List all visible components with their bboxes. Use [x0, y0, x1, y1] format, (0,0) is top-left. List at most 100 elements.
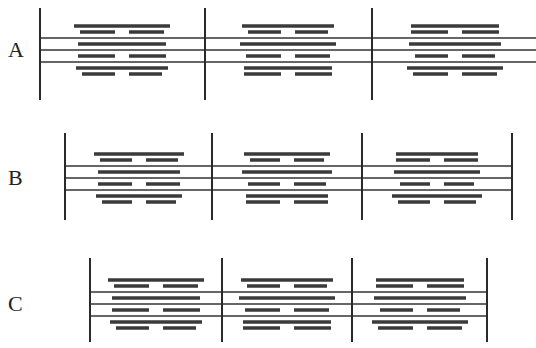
thick-filament — [294, 158, 324, 162]
thick-filament — [146, 158, 178, 162]
thin-filament — [90, 303, 487, 304]
z-line — [371, 8, 373, 100]
thick-filament — [244, 72, 281, 76]
thin-filament — [40, 49, 536, 50]
thin-filament — [65, 177, 512, 178]
z-line — [89, 258, 91, 342]
z-line — [511, 133, 513, 220]
thick-filament — [96, 194, 182, 198]
thick-filament — [392, 194, 482, 198]
thick-filament — [294, 200, 328, 204]
thick-filament — [247, 284, 280, 288]
thin-filament — [40, 37, 536, 38]
thick-filament — [413, 72, 448, 76]
thick-filament — [295, 54, 330, 58]
z-line — [204, 8, 206, 100]
thick-filament — [396, 152, 478, 156]
thin-filament — [65, 165, 512, 166]
thick-filament — [163, 284, 198, 288]
thick-filament — [80, 30, 115, 34]
row-label: B — [8, 167, 23, 189]
thick-filament — [112, 296, 200, 300]
thick-filament — [400, 182, 430, 186]
thick-filament — [94, 152, 184, 156]
thick-filament — [74, 24, 170, 28]
thick-filament — [376, 284, 413, 288]
thick-filament — [242, 170, 332, 174]
thick-filament — [246, 194, 328, 198]
thick-filament — [411, 30, 448, 34]
thick-filament — [243, 326, 280, 330]
thick-filament — [98, 182, 132, 186]
thick-filament — [129, 30, 164, 34]
thick-filament — [246, 200, 280, 204]
thick-filament — [112, 308, 149, 312]
thick-filament — [244, 152, 330, 156]
thick-filament — [294, 182, 326, 186]
thick-filament — [246, 54, 281, 58]
thick-filament — [102, 200, 132, 204]
z-line — [221, 258, 223, 342]
thick-filament — [163, 308, 200, 312]
thin-filament — [90, 291, 487, 292]
thick-filament — [250, 158, 280, 162]
thick-filament — [444, 200, 476, 204]
thick-filament — [242, 24, 334, 28]
thick-filament — [244, 66, 332, 70]
thick-filament — [294, 284, 327, 288]
z-line — [361, 133, 363, 220]
thick-filament — [462, 72, 497, 76]
thick-filament — [116, 326, 149, 330]
thick-filament — [415, 54, 448, 58]
z-line — [486, 258, 488, 342]
thick-filament — [240, 42, 336, 46]
thick-filament — [462, 30, 499, 34]
thick-filament — [294, 326, 331, 330]
thin-filament — [65, 189, 512, 190]
thick-filament — [378, 326, 413, 330]
thick-filament — [444, 158, 478, 162]
thick-filament — [110, 320, 202, 324]
row-label: A — [8, 39, 24, 61]
thick-filament — [444, 182, 474, 186]
row-label: C — [8, 293, 23, 315]
thick-filament — [396, 158, 430, 162]
thick-filament — [394, 170, 480, 174]
thick-filament — [163, 326, 196, 330]
z-line — [64, 133, 66, 220]
thick-filament — [241, 278, 333, 282]
thick-filament — [239, 296, 335, 300]
thick-filament — [243, 320, 331, 324]
z-line — [211, 133, 213, 220]
thick-filament — [98, 170, 180, 174]
z-line — [351, 258, 353, 342]
thick-filament — [248, 182, 280, 186]
thin-filament — [40, 61, 536, 62]
thick-filament — [398, 200, 430, 204]
thick-filament — [427, 308, 460, 312]
thick-filament — [294, 308, 329, 312]
thick-filament — [409, 42, 501, 46]
thick-filament — [374, 296, 466, 300]
thick-filament — [462, 54, 495, 58]
thick-filament — [146, 200, 176, 204]
thick-filament — [427, 326, 462, 330]
thick-filament — [411, 24, 499, 28]
thick-filament — [78, 42, 166, 46]
thick-filament — [380, 308, 413, 312]
thick-filament — [245, 308, 280, 312]
thick-filament — [407, 66, 503, 70]
thick-filament — [295, 30, 328, 34]
thick-filament — [100, 158, 132, 162]
thick-filament — [114, 284, 149, 288]
thick-filament — [146, 182, 180, 186]
thick-filament — [427, 284, 464, 288]
thick-filament — [76, 66, 168, 70]
thick-filament — [108, 278, 204, 282]
thick-filament — [82, 72, 115, 76]
thick-filament — [78, 54, 115, 58]
thick-filament — [129, 72, 162, 76]
thin-filament — [90, 315, 487, 316]
